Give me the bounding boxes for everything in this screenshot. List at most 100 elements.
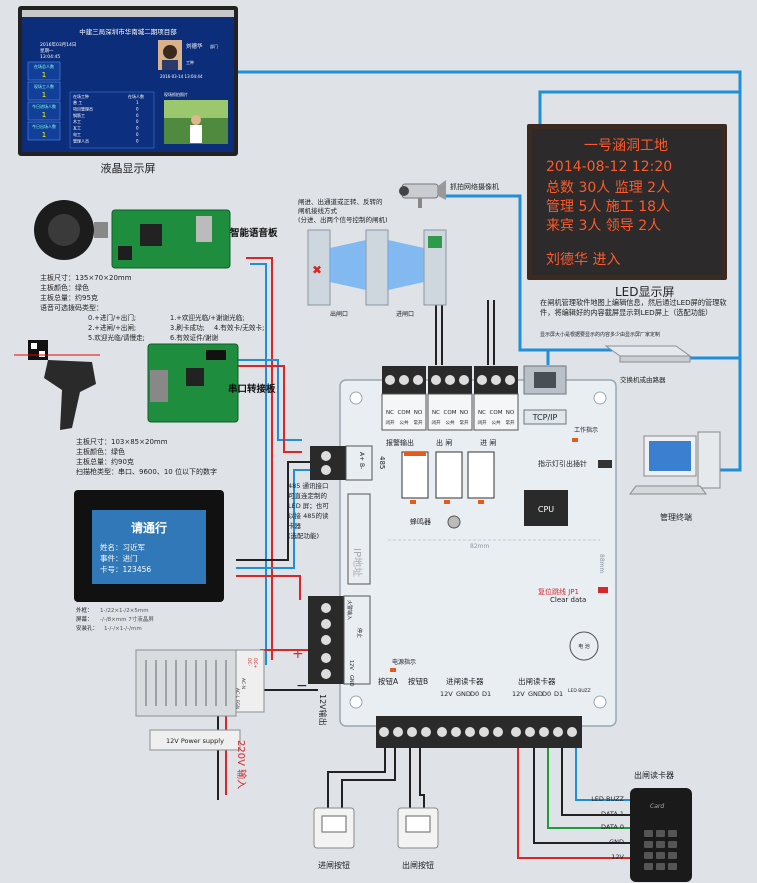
voice-spec: 语音可选拨码类型： [40,303,103,312]
exit-reader-pin: D1 [554,690,563,698]
relay-pin-sub: 常开 [460,419,469,426]
jp1-jumper[interactable] [598,587,608,593]
keypad-key[interactable] [668,852,677,859]
entry-reader-label: 进闸读卡器 [446,676,484,686]
card-reader-card-text: Card [650,803,664,810]
terminal-screw [399,375,409,385]
dim-vertical: 88mm [598,554,605,573]
terminal-12v: 12V [348,660,354,670]
relay-pin-sub: 公共 [400,419,409,426]
lcd-window-title: 中建三局深圳市华南城二期项目部 [79,27,177,36]
lcd-table-cell: 0 [136,132,139,137]
relay-pin-sub: 闭开 [386,419,395,426]
keypad-key[interactable] [656,841,665,848]
button-header-a: 按钮A [378,676,399,686]
power-led [390,668,396,672]
terminal-screw [413,375,423,385]
terminal-screw [379,727,389,737]
power-supply: DC- DC+ AC-N AC-L FGN 12V Power supply 2… [135,646,308,789]
turnstile-desc: 闸进、出通道或正转、反转的 [298,197,383,206]
keypad-key[interactable] [644,830,653,837]
terminal-screw [479,727,489,737]
dim-horizontal: 82mm [470,543,489,550]
turnstile-entry-label: 进闸口 [396,310,414,318]
led-display: 一号涵洞工地 2014-08-12 12:20 总数 30人 监理 2人 管理 … [527,124,727,338]
entry-button-label: 进闸按钮 [318,860,350,870]
psu-label: 12V Power supply [166,737,224,745]
pc-caption: 管理终端 [660,512,692,522]
psu-terminal: AC-L FGN [234,688,240,709]
network-camera-icon: 抓拍网络摄像机 [399,180,499,208]
rs485-ab: A+ B- [358,452,365,469]
led-note: 在闸机管理软件地图上编辑信息，然后通过LED屏的管理软件，将编辑好的内容截屏显示… [540,298,727,317]
led-note-small: 显示屏大小是根据要显示的内容多少由显示屏厂家定制 [540,331,660,338]
voice-spec: 主板尺寸：135×70×20mm [40,273,132,282]
lcd-table-cell: 瓦工 [73,126,81,131]
terminal-gnd: GND [348,675,354,687]
terminal-screw [421,727,431,737]
camera-caption: 抓拍网络摄像机 [450,182,499,191]
relay-pin-label: NC [432,410,440,416]
led-caption: LED显示屏 [615,285,675,299]
lcd-person-type: 工种 [186,59,194,65]
lcd-stat-value: 1 [42,71,46,79]
rs485-note-line: LED 屏；也可 [288,501,329,510]
keypad-key[interactable] [668,841,677,848]
rs485-note-line: 485 通讯接口 [288,481,328,490]
relay-label: 进 闸 [480,439,496,447]
terminal-screw [539,727,549,737]
keypad-key[interactable] [656,863,665,870]
turnstile-exit-label: 出闸口 [330,310,348,318]
pass-display-panel: 请通行 姓名：习近军 事件：进门 卡号：123456 外框： 1-/22×1-/… [74,490,224,632]
work-light-label: 工作指示 [574,426,598,434]
management-pc-icon: 管理终端 [629,431,721,522]
reader-wire-label: LED BUZZ [591,795,624,803]
voice-option: 0.+进门/+出门; [88,313,136,322]
lcd-stat-label: 今日进场人数 [32,103,56,109]
card-reader-title: 出闸读卡器 [634,770,674,780]
relay-terminal-face [473,393,519,431]
reader-wires [517,745,630,859]
psu-terminal: AC-N [240,678,246,689]
lcd-date: 2016年03月14日 [40,41,76,48]
lcd-stat-list: 在场总人数 1 现场工人数 1 今日进场人数 1 今日出场人数 1 [27,61,61,141]
panel-name-line: 姓名：习近军 [100,542,145,552]
entry-button[interactable]: 进闸按钮 [313,807,355,870]
turnstile-desc: 闸机接线方式 [298,206,338,215]
relay-pin-sub: 常开 [506,419,515,426]
keypad-key[interactable] [644,852,653,859]
keypad-key[interactable] [656,830,665,837]
reader-wire-label: GND [609,838,624,846]
exit-reader-label: 出闸读卡器 [518,676,556,686]
panel-spec-label: 安装孔： [76,624,98,632]
terminal-screw [493,727,503,737]
lcd-clock: 13:04:45 [40,54,60,60]
keypad-key[interactable] [668,863,677,870]
exit-button[interactable]: 出闸按钮 [397,807,439,870]
relay-pin-sub: 常开 [414,419,423,426]
keypad-key[interactable] [656,852,665,859]
keypad-key[interactable] [644,863,653,870]
battery-label: 电 池 [578,643,590,650]
lcd-table-cell: 0 [136,119,139,124]
lcd-person-name: 刘德华 [186,42,203,50]
keypad-key[interactable] [644,841,653,848]
lcd-table-header: 在场工种 [73,93,89,99]
keypad-key[interactable] [668,830,677,837]
panel-spec-value: 1-/22×1-/2×5mm [100,608,149,614]
plus-sign: + [292,646,304,662]
terminal-screw [511,727,521,737]
barcode-scanner-icon [44,360,96,430]
entry-reader-pin: 12V [440,690,453,698]
voice-board: 智能语音板 主板尺寸：135×70×20mm 主板颜色：绿色 主板总量：约95克… [34,200,278,342]
led-line: 刘德华 进入 [546,252,620,268]
lcd-stat-label: 在场总人数 [34,63,54,69]
terminal-screw [525,727,535,737]
relay-pin-sub: 公共 [492,419,501,426]
terminal-screw [567,727,577,737]
lcd-table-cell: 0 [136,138,139,143]
signal-wires [236,257,495,691]
voice-board-title: 智能语音板 [230,227,278,239]
rs485-terminal: A+ B- 485 [310,445,386,481]
